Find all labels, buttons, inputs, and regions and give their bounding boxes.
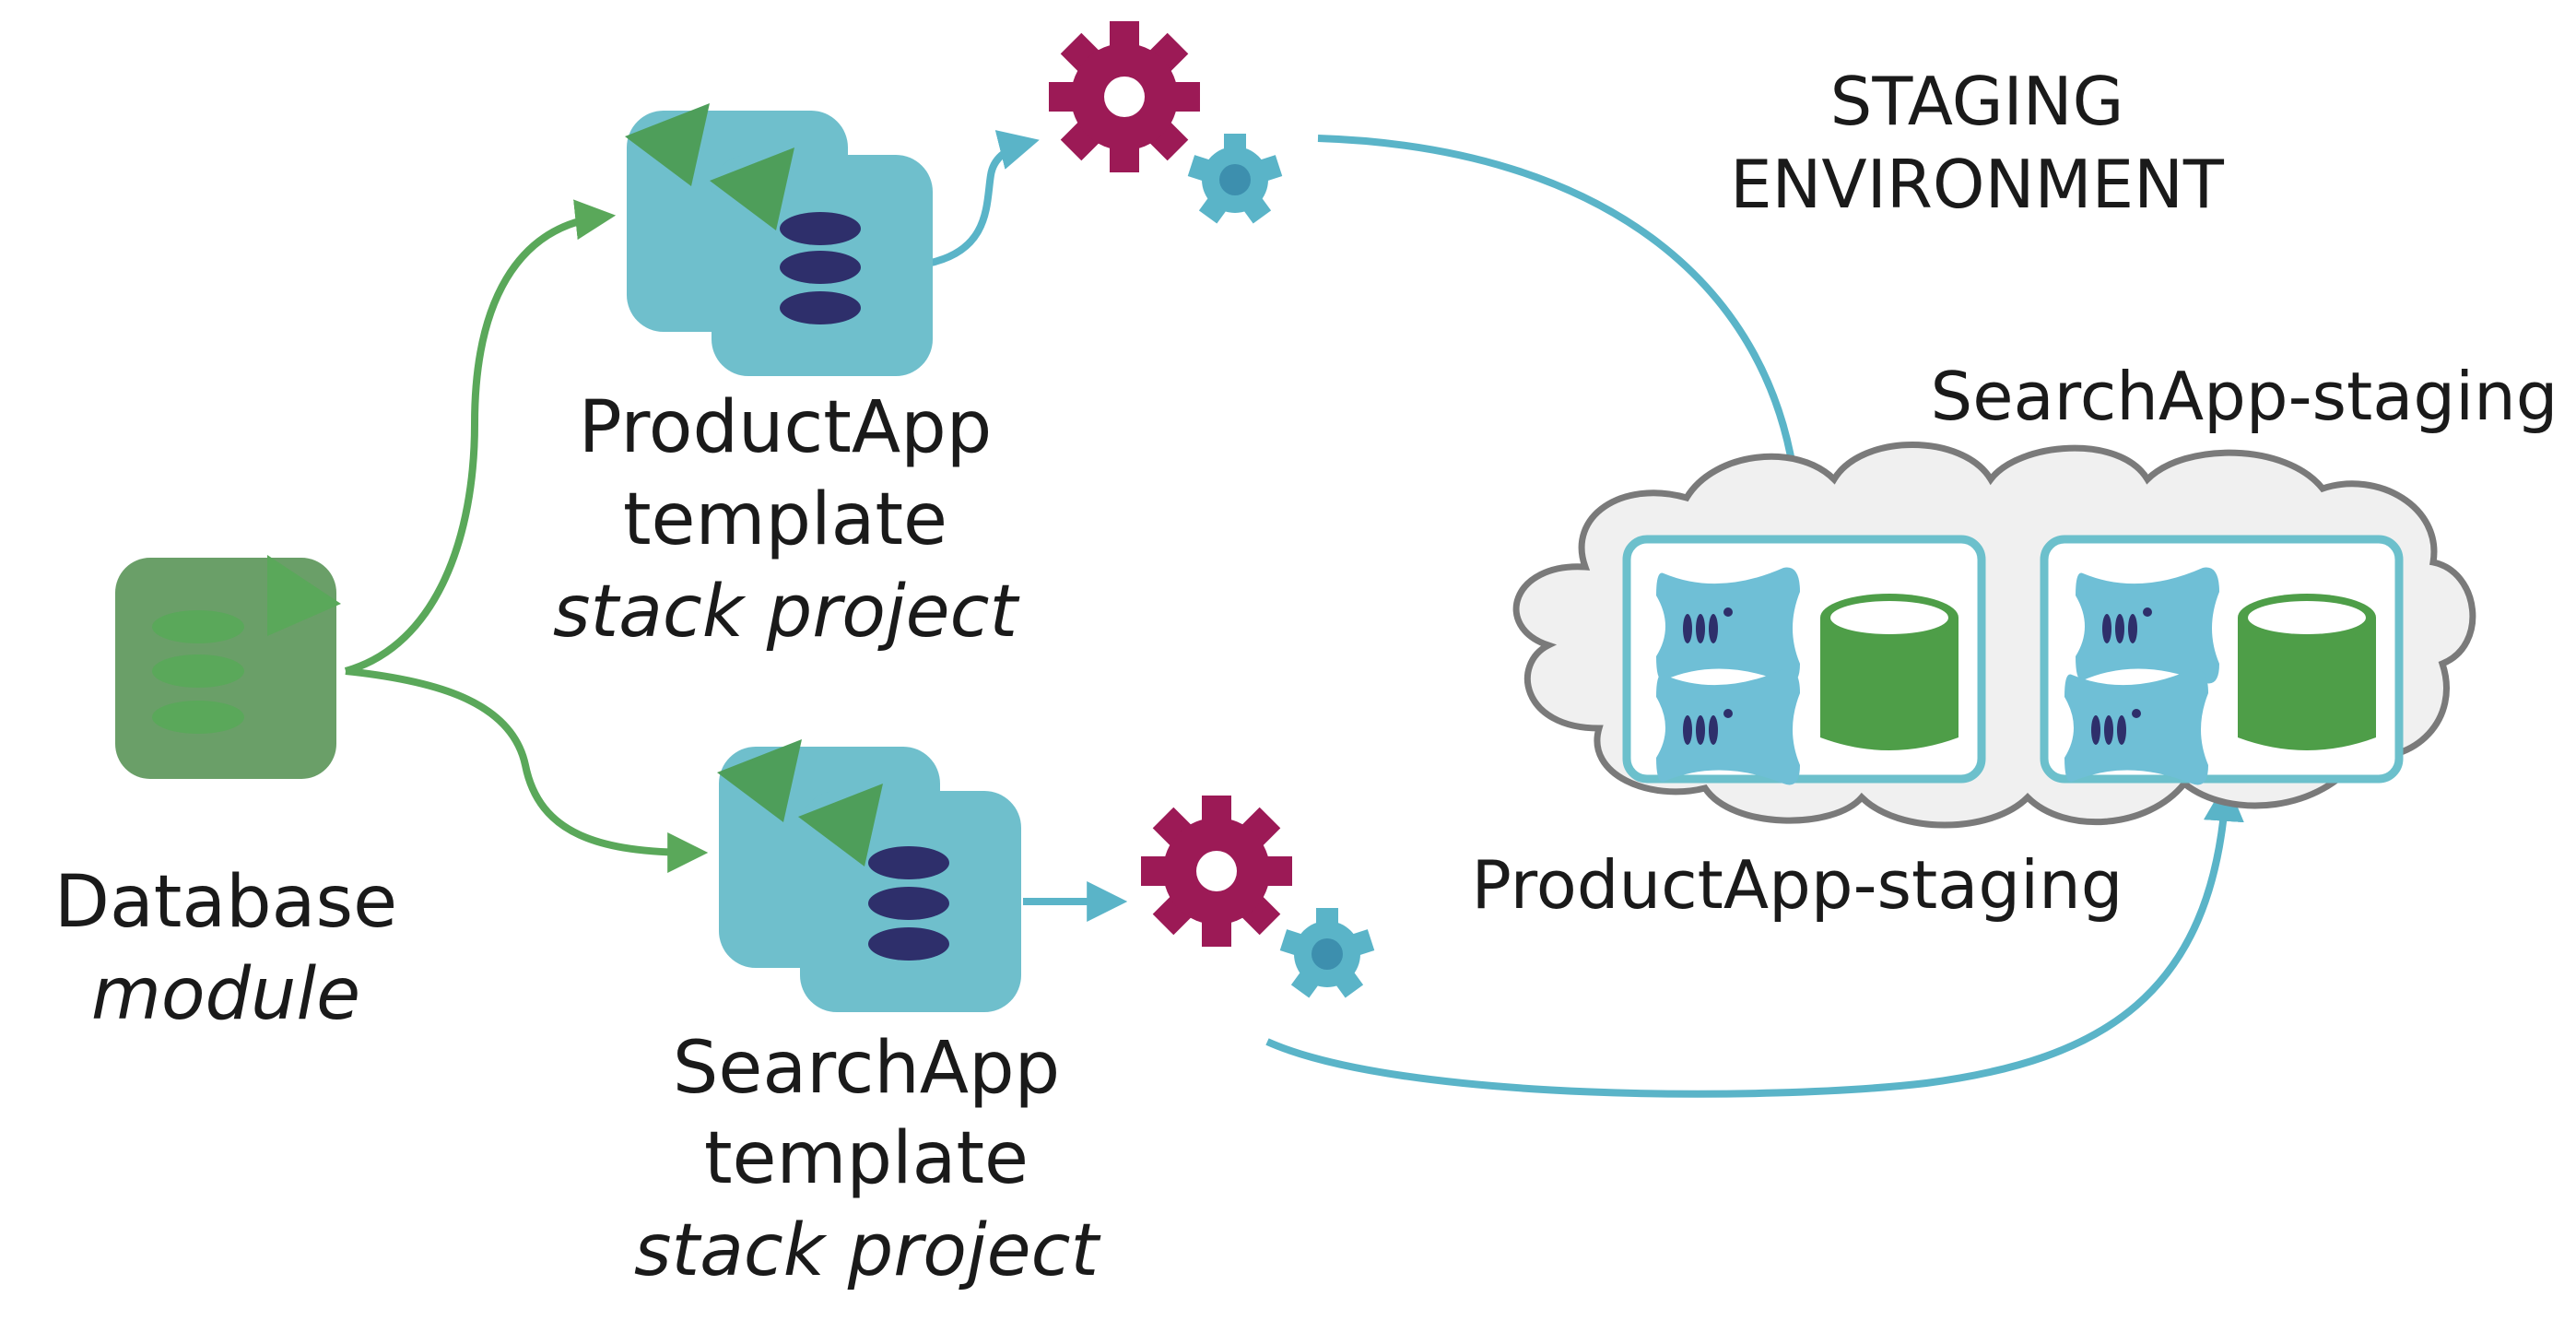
- searchapp-label-line1: SearchApp: [673, 1027, 1060, 1110]
- container-pod-icon: [2076, 567, 2219, 684]
- small-gear-icon: [1187, 134, 1283, 224]
- searchapp-template-card-icon: [717, 739, 1021, 1012]
- staging-title-line1: STAGING: [1830, 63, 2124, 140]
- database-label-line2: module: [91, 953, 360, 1036]
- productapp-staging-box: [1622, 535, 1986, 785]
- searchapp-staging-label: SearchApp-staging: [1931, 358, 2558, 435]
- gear-icon: [1141, 796, 1292, 947]
- searchapp-label-line3: stack project: [634, 1209, 1101, 1292]
- container-pod-icon: [1656, 668, 1800, 785]
- productapp-label-line2: template: [623, 478, 947, 561]
- productapp-label-line1: ProductApp: [579, 386, 993, 469]
- arrow-gear-to-productapp-staging: [1317, 135, 1816, 515]
- searchapp-label-line2: template: [704, 1117, 1029, 1200]
- container-pod-icon: [1656, 567, 1800, 684]
- container-pod-icon: [2064, 668, 2208, 785]
- productapp-staging-label: ProductApp-staging: [1472, 846, 2123, 924]
- arrow-database-to-productapp: [344, 199, 617, 675]
- database-module-icon: [115, 555, 341, 779]
- arrow-gear-to-searchapp-staging: [1265, 780, 2244, 1098]
- database-cylinder-icon: [2238, 594, 2376, 750]
- arrow-productapp-to-gear: [930, 130, 1040, 266]
- small-gear-icon: [1279, 908, 1375, 998]
- arrow-database-to-searchapp: [345, 667, 709, 873]
- searchapp-staging-box: [2040, 535, 2404, 785]
- productapp-template-card-icon: [625, 103, 933, 376]
- database-label-line1: Database: [54, 861, 397, 944]
- staging-title-line2: ENVIRONMENT: [1730, 146, 2225, 223]
- database-cylinder-icon: [1820, 594, 1958, 750]
- gear-icon: [1049, 21, 1200, 172]
- productapp-label-line3: stack project: [553, 571, 1020, 654]
